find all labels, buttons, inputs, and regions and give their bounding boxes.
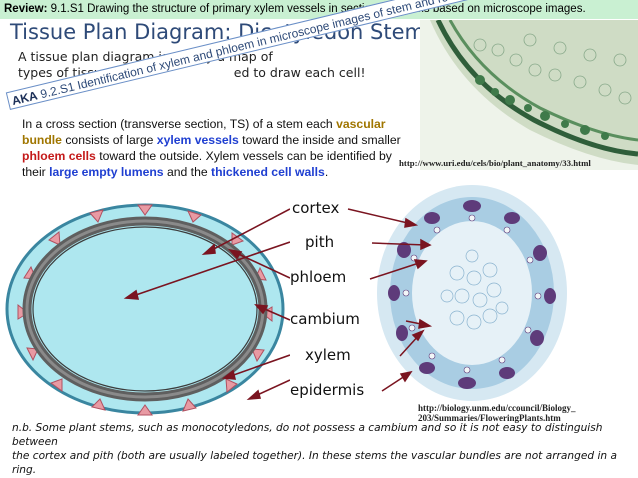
label-epidermis: epidermis: [290, 381, 365, 399]
review-banner: Review: 9.1.S1 Drawing the structure of …: [0, 0, 638, 19]
keyword-vascular-bundle: vascular bundle: [22, 117, 386, 147]
tissue-plan-diagram: [0, 197, 291, 422]
keyword-xylem-vessels: xylem vessels: [156, 133, 239, 147]
label-xylem: xylem: [305, 346, 351, 364]
keyword-large-empty-lumens: large empty lumens: [49, 165, 164, 179]
label-cambium: cambium: [290, 310, 360, 328]
review-label: Review:: [4, 3, 48, 15]
footnote: n.b. Some plant stems, such as monocotyl…: [12, 421, 636, 477]
source-url-bottom[interactable]: http://biology.unm.edu/ccouncil/Biology_…: [418, 403, 576, 423]
footnote-line-1: n.b. Some plant stems, such as monocotyl…: [12, 422, 603, 448]
label-arrows-right: [347, 208, 433, 392]
stem-micrograph-top: [420, 20, 638, 170]
description-paragraph: In a cross section (transverse section, …: [22, 117, 401, 179]
label-pith: pith: [305, 233, 335, 251]
aka-label: AKA: [10, 88, 39, 109]
label-phloem: phloem: [290, 268, 347, 286]
source-url-top[interactable]: http://www.uri.edu/cels/bio/plant_anatom…: [399, 158, 591, 168]
keyword-thickened-cell-walls: thickened cell walls: [211, 165, 325, 179]
keyword-phloem-cells: phloem cells: [22, 149, 96, 163]
review-text: 9.1.S1 Drawing the structure of primary …: [47, 3, 586, 15]
footnote-line-2: the cortex and pith (both are usually la…: [12, 450, 617, 476]
label-cortex: cortex: [292, 199, 340, 217]
